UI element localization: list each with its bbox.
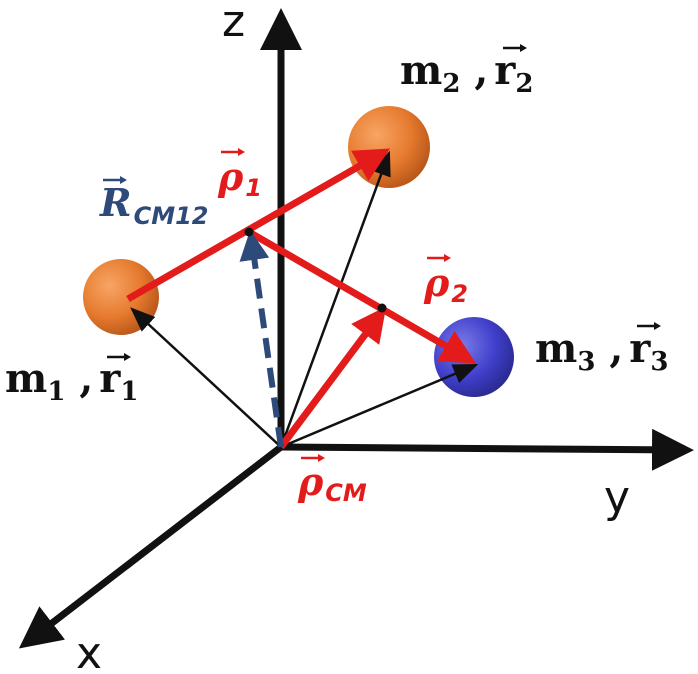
z-axis-label: z [222,0,245,47]
rho-cm-symbol: ρ [297,459,324,504]
mass-3-separator: , [595,325,623,372]
relative-vectors [126,148,477,450]
rho-2-label: ρ2 [423,254,468,308]
r-cm12-symbol: R [99,180,132,225]
r-cm12-subscript: CM12 [134,202,209,230]
rho-2-subscript: 2 [451,280,468,308]
position-3-symbol: r [629,325,651,372]
rho-1-arrow-accent [221,148,245,156]
rho-1-label: ρ1 [217,148,262,202]
rho-cm-subscript: CM [325,479,367,507]
rho-1-symbol: ρ [217,154,244,199]
rho-2-symbol: ρ [423,260,450,305]
position-1-symbol: r [99,355,121,402]
masses [83,106,514,397]
x-axis [18,444,284,649]
vector-rho-1 [126,148,391,303]
position-vector-r3 [280,363,479,449]
axes: z y x [18,0,694,674]
vector-rho-2 [247,228,477,364]
position-3-arrow-accent [637,322,661,330]
svg-text:RCM12: RCM12 [99,180,209,230]
vector-rho-cm [278,306,387,450]
position-vector-r1 [130,307,282,448]
position-3-subscript: 3 [650,347,668,377]
svg-text:ρ1: ρ1 [217,154,262,202]
mass-1-name: m [5,355,47,402]
mass-label-2: m2 ,r2 [400,44,533,99]
position-vector-r2 [279,150,391,448]
position-1-arrow-accent [107,353,131,361]
position-vectors [130,150,479,449]
rho-1-subscript: 1 [245,174,262,202]
mass-label-3: m3 ,r3 [535,322,668,377]
x-axis-label: x [76,628,102,674]
svg-text:ρ2: ρ2 [423,260,468,308]
svg-text:ρCM: ρCM [297,459,367,507]
mass-2-sphere [348,106,430,188]
mass-1-separator: , [65,355,93,402]
svg-text:m1 ,r1: m1 ,r1 [5,355,138,407]
rho-2-arrow-accent [427,254,451,262]
position-2-symbol: r [494,47,516,94]
mass-2-subscript: 2 [442,69,460,99]
rho-cm-arrow-accent [301,454,325,462]
rho-cm-label: ρCM [297,454,367,507]
r-cm12-label: RCM12 [99,176,209,230]
position-1-subscript: 1 [120,377,138,407]
mass-2-name: m [400,47,442,94]
svg-text:m2 ,r2: m2 ,r2 [400,47,533,99]
mass-2-separator: , [460,47,488,94]
mass-3-sphere [434,317,514,397]
mass-label-1: m1 ,r1 [5,353,138,407]
cm12-point [244,227,254,237]
r-cm12-arrow-accent [103,176,127,184]
mass-1-subscript: 1 [47,377,65,407]
mass-3-name: m [535,325,577,372]
y-axis-label: y [604,472,630,523]
y-axis [280,428,694,471]
mass-3-subscript: 3 [577,347,595,377]
vector-r-cm12 [239,230,284,448]
position-2-subscript: 2 [515,69,533,99]
cm-point [377,303,387,313]
position-2-arrow-accent [503,44,527,52]
svg-text:m3 ,r3: m3 ,r3 [535,325,668,377]
